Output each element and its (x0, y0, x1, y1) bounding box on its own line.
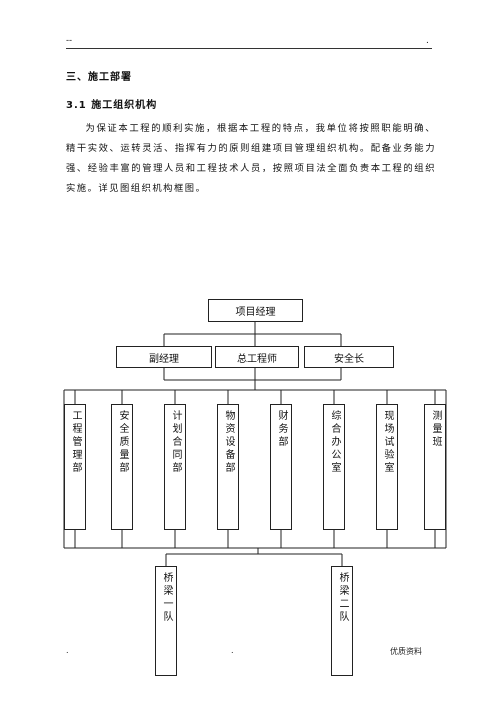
deputy-manager-box: 副经理 (116, 346, 212, 368)
safety-chief-box: 安全长 (304, 346, 394, 368)
dept-survey-box: 测量班 (424, 404, 446, 530)
subsection-title: 3.1 施工组织机构 (66, 100, 158, 111)
dept-finance-box: 财务部 (270, 404, 292, 530)
paragraph-text: 为保证本工程的顺利实施，根据本工程的特点，我单位将按照职能明确、精干实效、运转灵… (66, 123, 436, 194)
chief-engineer-box: 总工程师 (215, 346, 299, 368)
dept-office-box: 综合办公室 (323, 404, 345, 530)
project-manager-box: 项目经理 (208, 299, 303, 322)
dept-engineering-box: 工程管理部 (64, 404, 86, 530)
bridge-team-2-box: 桥梁二队 (331, 566, 353, 676)
dept-plan-contract-box: 计划合同部 (164, 404, 186, 530)
header-left-mark: -- (66, 36, 73, 46)
dept-safety-quality-box: 安全质量部 (111, 404, 133, 530)
footer-label: 优质资料 (390, 647, 422, 656)
header-right-mark: . (426, 36, 429, 46)
dept-lab-box: 现场试验室 (376, 404, 398, 530)
section-title: 三、施工部署 (66, 72, 132, 83)
footer-left-mark: . (66, 646, 69, 655)
header-rule (66, 48, 432, 49)
footer-center-mark: . (231, 646, 234, 655)
body-paragraph: 为保证本工程的顺利实施，根据本工程的特点，我单位将按照职能明确、精干实效、运转灵… (66, 119, 436, 199)
bridge-team-1-box: 桥梁一队 (155, 566, 177, 676)
dept-materials-box: 物资设备部 (217, 404, 239, 530)
